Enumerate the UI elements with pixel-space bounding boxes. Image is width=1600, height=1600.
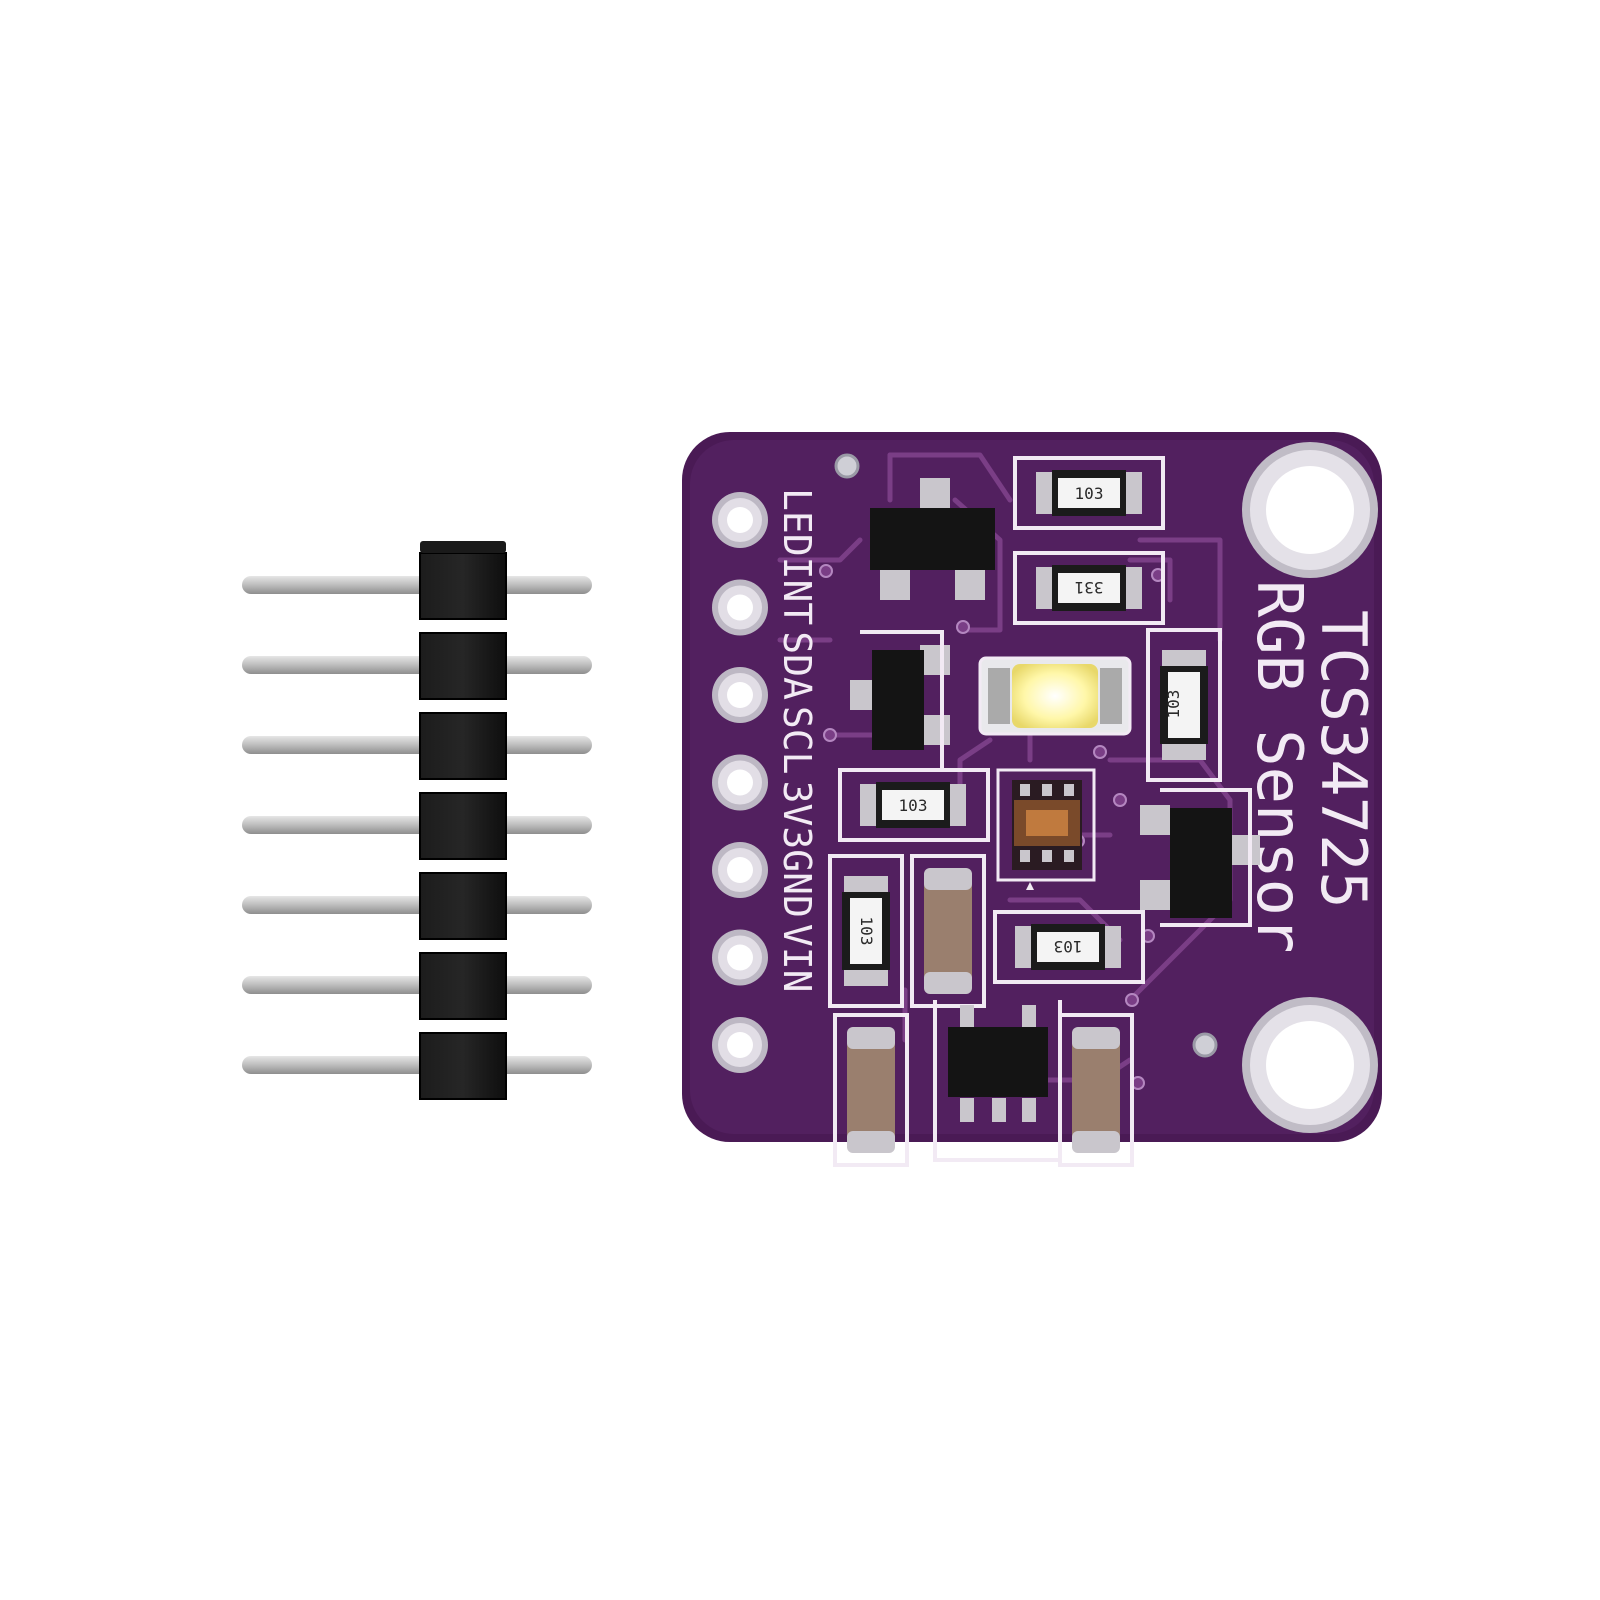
resistor-r2: 331 — [1013, 551, 1165, 625]
resistor-r5: 103 — [828, 854, 904, 1008]
header-block-cap — [420, 541, 506, 553]
white-led — [978, 656, 1132, 736]
header-pin — [242, 576, 592, 594]
header-pin — [242, 656, 592, 674]
pad-hole — [727, 944, 753, 971]
pin-labels: LEDINT SDA SCL 3V3GND VIN — [775, 488, 819, 992]
resistor-r5-marking: 103 — [857, 917, 876, 946]
pin-pads — [712, 492, 768, 1073]
capacitor-c3 — [1058, 1013, 1134, 1167]
capacitor-c1 — [910, 854, 986, 1008]
pad-hole — [727, 594, 753, 621]
pin-label-int: INT — [775, 557, 819, 626]
pin-label-led: LED — [775, 488, 819, 557]
sensor-board: LEDINT SDA SCL 3V3GND VIN TCS34725 RGB Senso… — [682, 432, 1382, 1167]
fiducial-bottom — [1192, 1032, 1218, 1058]
pin-label-3v3: 3V3 — [775, 781, 819, 850]
mounting-hole-top — [1242, 442, 1378, 578]
header-block-segment — [419, 712, 507, 780]
header-pin — [242, 1056, 592, 1074]
header-block-segment — [419, 872, 507, 940]
header-pin — [242, 976, 592, 994]
pad-hole — [727, 507, 753, 533]
header-block-segment — [419, 1032, 507, 1100]
pin-label-gnd: GND — [775, 849, 819, 918]
pad-hole — [727, 857, 753, 883]
resistor-r6: 103 — [993, 910, 1145, 984]
pad-hole — [727, 682, 753, 708]
header-pin — [242, 816, 592, 834]
mounting-hole-bottom — [1242, 997, 1378, 1133]
header-block-segment — [419, 952, 507, 1020]
pad-hole — [727, 769, 753, 796]
resistor-r1: 103 — [1013, 456, 1165, 530]
resistor-r4: 103 — [838, 768, 990, 842]
color-sensor-chip — [996, 768, 1096, 890]
transistor-q3 — [1140, 788, 1260, 927]
resistor-r4-marking: 103 — [899, 796, 928, 815]
voltage-regulator — [933, 1000, 1062, 1162]
header-pin — [242, 896, 592, 914]
header-pin — [242, 736, 592, 754]
pin-label-scl: SCL — [775, 706, 819, 775]
resistor-r1-marking: 103 — [1075, 484, 1104, 503]
pin-label-sda: SDA — [775, 631, 819, 700]
resistor-r6-marking: 103 — [1054, 937, 1083, 956]
capacitor-c2 — [833, 1013, 909, 1167]
header-block-segment — [419, 552, 507, 620]
header-block-segment — [419, 792, 507, 860]
fiducial-top — [834, 453, 860, 479]
header-block-segment — [419, 632, 507, 700]
pin-label-vin: VIN — [775, 924, 819, 993]
transistor-q1 — [870, 478, 995, 600]
pin-header — [242, 541, 592, 1100]
pad-hole — [727, 1032, 753, 1058]
board-title-description: RGB Sensor — [1243, 580, 1316, 953]
resistor-r3: 103 — [1146, 628, 1222, 782]
resistor-r2-marking: 331 — [1075, 578, 1104, 597]
board-title-part-number: TCS34725 — [1307, 610, 1380, 909]
resistor-r3-marking: 103 — [1164, 690, 1183, 719]
transistor-q2 — [850, 630, 950, 772]
